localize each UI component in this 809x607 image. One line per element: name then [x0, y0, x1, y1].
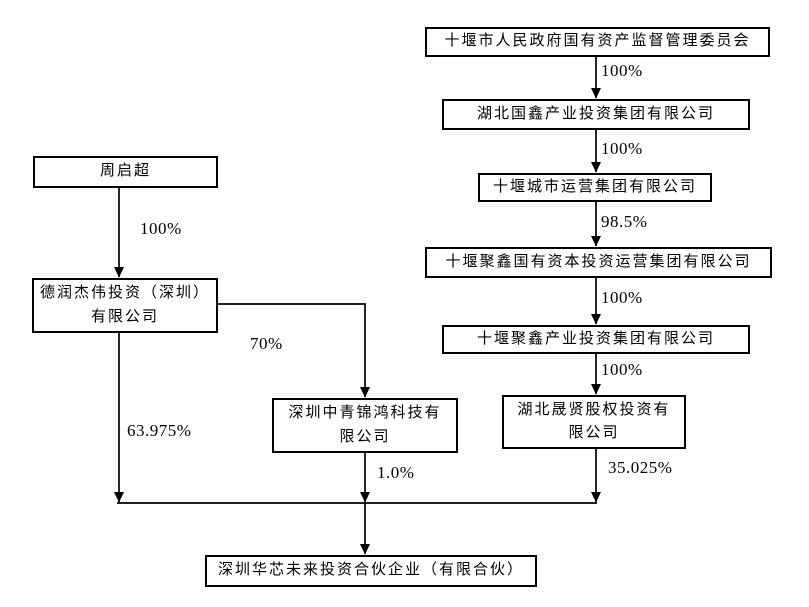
node-zhou: 周启超 [33, 156, 218, 188]
node-derun: 德润杰伟投资（深圳） 有限公司 [32, 278, 218, 333]
edge-label-zhongqing-huaxin: 1.0% [377, 463, 415, 482]
node-juxin-chanye: 十堰聚鑫产业投资集团有限公司 [442, 325, 750, 354]
edge-label-guoxin-chengyun: 100% [601, 139, 643, 158]
node-juxin-ziben: 十堰聚鑫国有资本投资运营集团有限公司 [425, 247, 772, 278]
edge-label-chengyun-juxinziben: 98.5% [601, 212, 648, 231]
edge-label-shengxian-huaxin: 35.025% [608, 458, 673, 477]
node-chengyun: 十堰城市运营集团有限公司 [478, 173, 712, 202]
edge-label-derun-zhongqing: 70% [250, 334, 283, 353]
node-sasac: 十堰市人民政府国有资产监督管理委员会 [425, 27, 770, 57]
edge-label-juxinchanye-shengxian: 100% [601, 360, 643, 379]
node-shengxian: 湖北晟贤股权投资有 限公司 [502, 395, 686, 449]
edge-derun-zhongqing [218, 303, 370, 398]
edge-label-sasac-guoxin: 100% [601, 61, 643, 80]
edge-label-juxinziben-juxinchanye: 100% [601, 288, 643, 307]
node-guoxin: 湖北国鑫产业投资集团有限公司 [442, 99, 750, 130]
node-huaxin: 深圳华芯未来投资合伙企业（有限合伙） [205, 555, 537, 587]
edge-label-derun-huaxin: 63.975% [127, 421, 192, 440]
edge-label-zhou-derun: 100% [140, 219, 182, 238]
node-zhongqing: 深圳中青锦鸿科技有 限公司 [272, 398, 458, 453]
